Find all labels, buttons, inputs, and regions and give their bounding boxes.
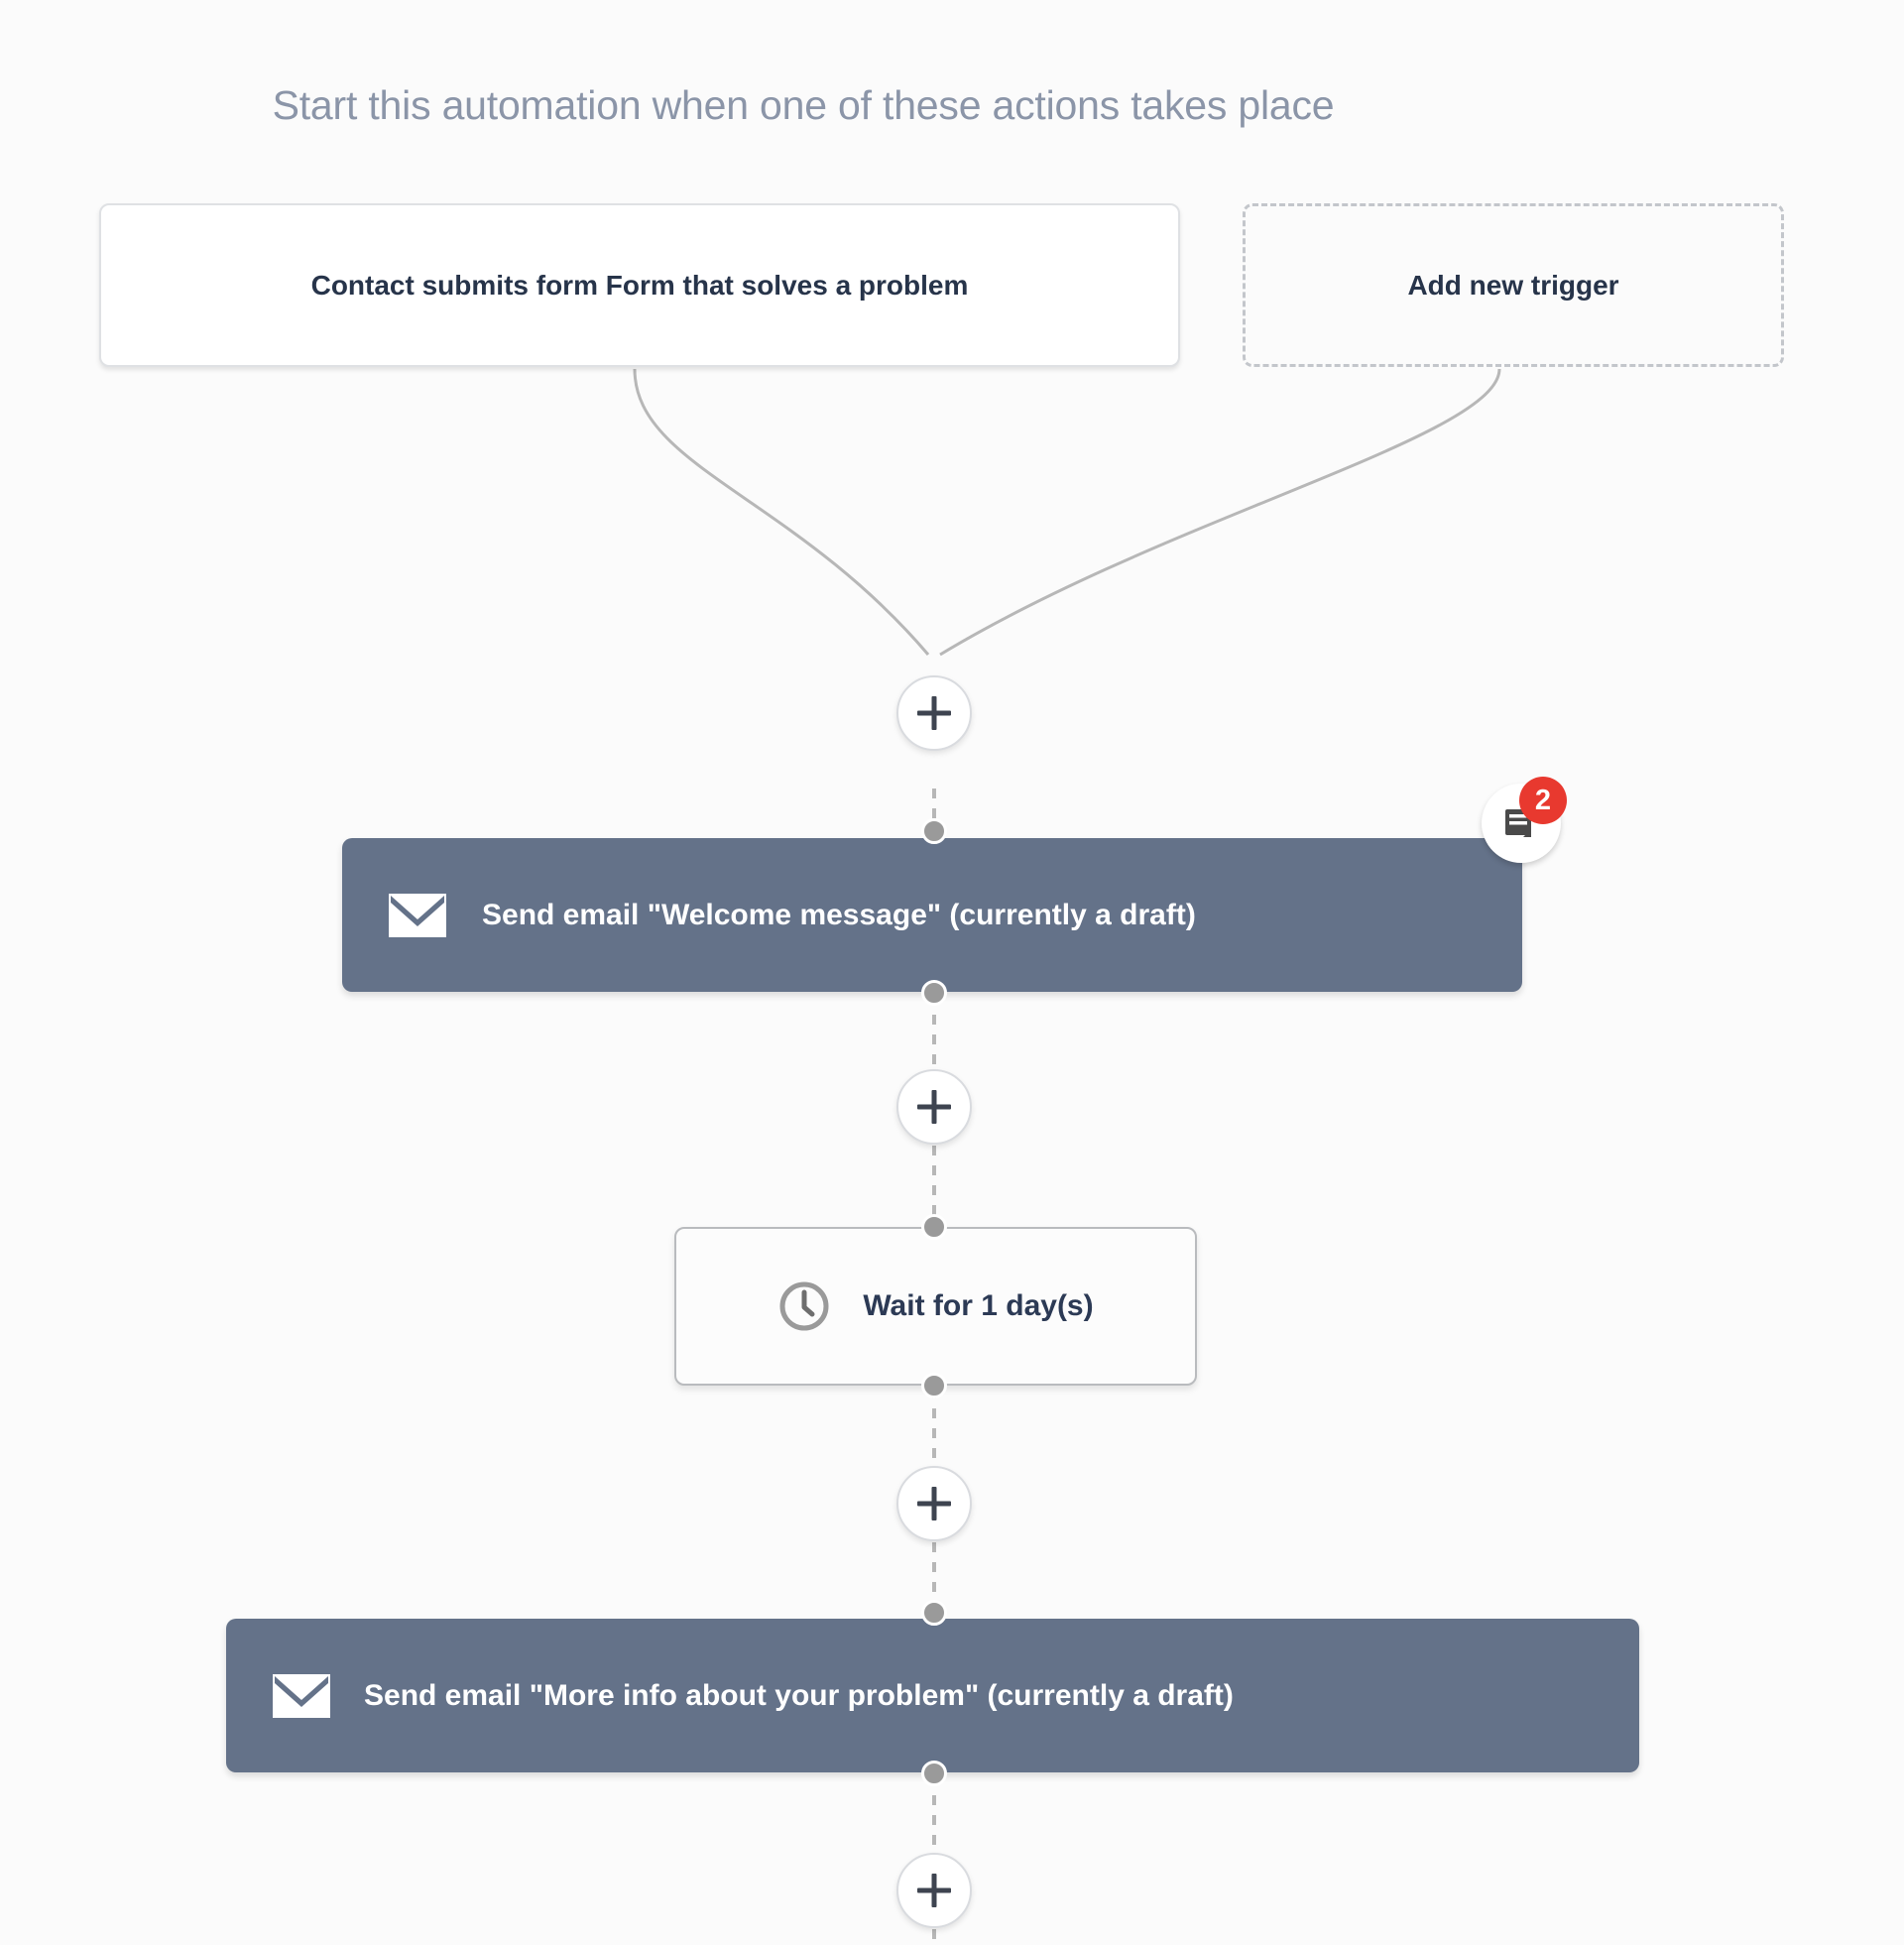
connector-dot-email2-top [921,1600,947,1626]
envelope-icon [273,1673,330,1718]
connector-dot-wait-top [921,1214,947,1240]
add-trigger-label: Add new trigger [1407,269,1619,301]
step-label: Send email "Welcome message" (currently … [482,898,1196,931]
step-send-email-welcome-message[interactable]: Send email "Welcome message" (currently … [342,838,1522,992]
notes-badge-count: 2 [1519,777,1567,824]
step-label: Wait for 1 day(s) [863,1289,1094,1322]
step-send-email-more-info[interactable]: Send email "More info about your problem… [226,1619,1639,1772]
add-new-trigger-button[interactable]: Add new trigger [1243,203,1784,367]
step-label: Send email "More info about your problem… [364,1678,1234,1712]
connector-dot-email1-bottom [921,980,947,1006]
add-step-button-2[interactable] [896,1069,972,1145]
add-step-button-3[interactable] [896,1466,972,1541]
page-title: Start this automation when one of these … [272,82,1335,128]
clock-icon [777,1279,831,1333]
step-wait-for-days[interactable]: Wait for 1 day(s) [674,1227,1197,1386]
trigger-contact-submits-form[interactable]: Contact submits form Form that solves a … [99,203,1180,367]
trigger-label: Contact submits form Form that solves a … [310,269,969,301]
add-step-button-4[interactable] [896,1853,972,1928]
envelope-icon [389,893,446,937]
add-step-button-1[interactable] [896,675,972,751]
connector-dot-email2-bottom [921,1761,947,1786]
connector-dot-wait-bottom [921,1373,947,1398]
step-notes-badge[interactable]: 2 [1482,777,1567,863]
wire-trigger-form [633,368,930,656]
connector-dot-email1-top [921,818,947,844]
wire-trigger-add [939,368,1501,657]
